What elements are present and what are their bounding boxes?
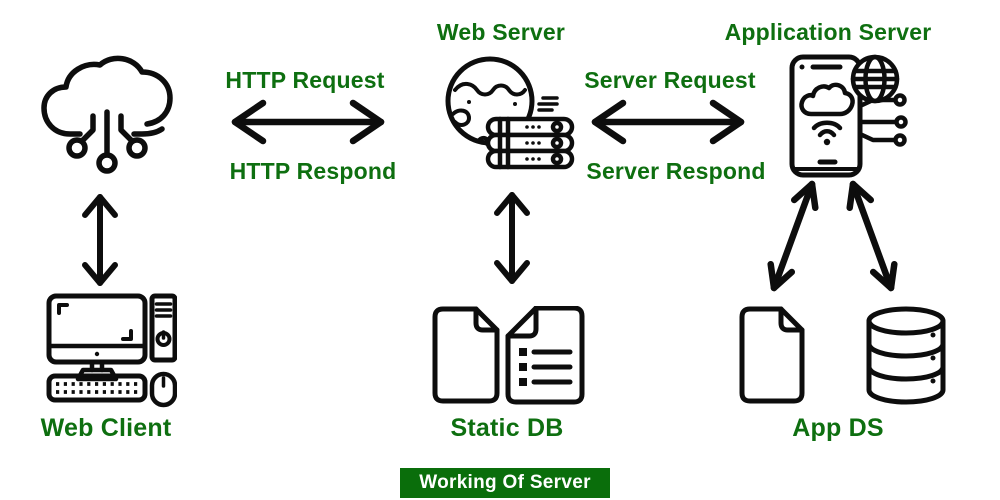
application-server-label: Application Server (724, 19, 932, 45)
desktop-computer-icon (46, 293, 177, 408)
phone-cloud-circuit-icon (789, 54, 908, 178)
client-cloud-double-arrow (82, 194, 118, 286)
globe-server-rack-icon (445, 56, 575, 170)
diagram-title-badge: Working Of Server (400, 468, 610, 498)
cloud-network-icon (41, 55, 173, 174)
web-server-label: Web Server (436, 19, 566, 45)
http-double-arrow (231, 99, 385, 145)
document-database-icon (739, 306, 946, 405)
http-respond-label: HTTP Respond (229, 158, 397, 184)
server-double-arrow (591, 99, 745, 145)
web-client-label: Web Client (40, 414, 172, 442)
http-request-label: HTTP Request (225, 67, 385, 93)
appserver-appds-double-arrows (767, 180, 898, 292)
webserver-staticdb-double-arrow (494, 192, 530, 284)
document-pair-icon (432, 306, 585, 405)
server-respond-label: Server Respond (586, 158, 766, 184)
app-ds-label: App DS (792, 414, 884, 442)
server-request-label: Server Request (584, 67, 756, 93)
static-db-label: Static DB (450, 414, 564, 442)
